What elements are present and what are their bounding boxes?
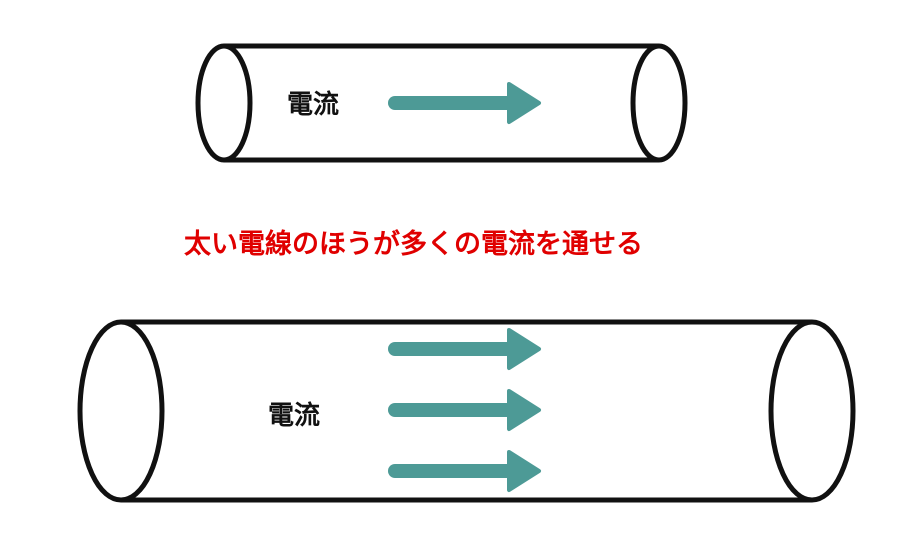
thick-wire-right-end — [768, 319, 856, 503]
thick-wire-current-arrow-3 — [388, 450, 541, 492]
thick-wire-current-label: 電流 — [268, 401, 320, 431]
thin-wire: 電流 — [195, 43, 688, 163]
thin-wire-right-end — [630, 43, 688, 163]
thick-wire-current-arrow-1 — [388, 328, 541, 370]
thin-wire-left-end — [195, 43, 253, 163]
thin-wire-current-label: 電流 — [287, 90, 339, 120]
thick-wire-current-arrow-2 — [388, 389, 541, 431]
thick-wire-left-end — [77, 319, 165, 503]
caption-text: 太い電線のほうが多くの電流を通せる — [184, 228, 643, 260]
thin-wire-current-arrow — [388, 82, 541, 124]
thick-wire: 電流 — [77, 319, 856, 503]
